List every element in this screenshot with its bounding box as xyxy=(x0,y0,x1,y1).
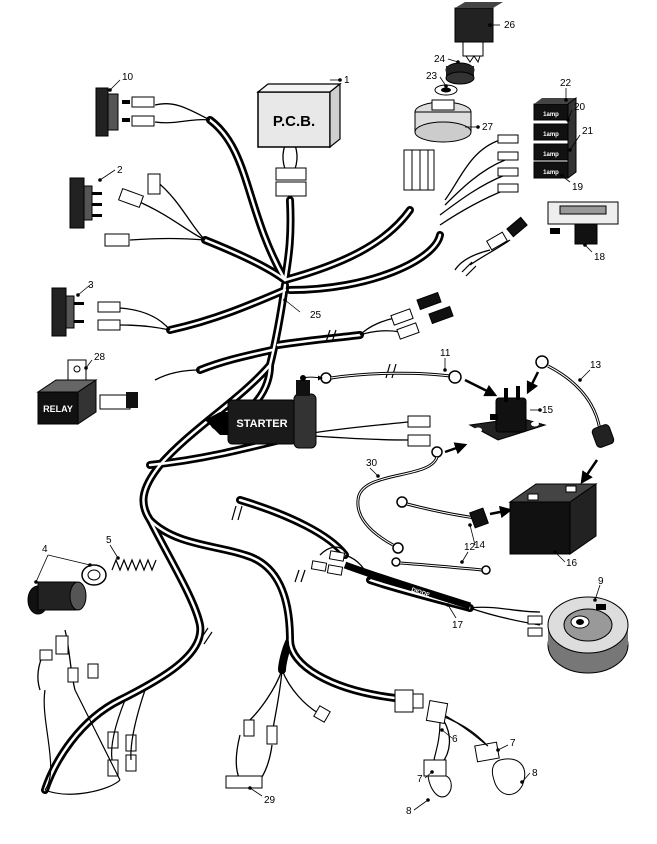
callout-18: 18 xyxy=(594,252,606,263)
callout-8b: 8 xyxy=(532,768,538,779)
callout-17: 17 xyxy=(452,620,464,631)
relay: RELAY xyxy=(36,359,138,425)
cable-30 xyxy=(356,442,468,554)
switch-2 xyxy=(69,173,161,247)
spring xyxy=(111,558,157,572)
callout-9: 9 xyxy=(598,576,604,587)
callout-1: 1 xyxy=(344,75,350,86)
clutch xyxy=(547,596,629,674)
callout-27: 27 xyxy=(482,122,494,133)
starter-label: STARTER xyxy=(236,418,287,430)
left-lower-connectors xyxy=(43,663,146,795)
callout-22: 22 xyxy=(560,78,572,89)
callout-16: 16 xyxy=(566,558,578,569)
break-marks xyxy=(199,261,477,645)
fuse-21: 1amp xyxy=(533,143,569,161)
callout-5: 5 xyxy=(106,535,112,546)
fuse-label-c: 1amp xyxy=(543,152,559,158)
pcb-label: P.C.B. xyxy=(273,113,315,130)
callout-30: 30 xyxy=(366,458,378,469)
callout-21: 21 xyxy=(582,126,594,137)
callout-12: 12 xyxy=(464,542,476,553)
thin-wires xyxy=(37,103,541,783)
callout-13: 13 xyxy=(590,360,602,371)
ignition-switch xyxy=(403,2,503,191)
callout-26: 26 xyxy=(504,20,516,31)
switch-3 xyxy=(51,287,121,337)
callout-25: 25 xyxy=(310,310,322,321)
callout-7b: 7 xyxy=(510,738,516,749)
callout-4: 4 xyxy=(42,544,48,555)
solenoid xyxy=(468,386,547,441)
callout-10: 10 xyxy=(122,72,134,83)
fuse-label-d: 1amp xyxy=(543,170,559,176)
callout-15: 15 xyxy=(542,405,554,416)
callout-11: 11 xyxy=(440,348,451,359)
callout-20: 20 xyxy=(574,102,586,113)
callout-7a: 7 xyxy=(417,774,423,785)
cable-14 xyxy=(396,496,513,529)
callout-3: 3 xyxy=(88,280,94,291)
callout-23: 23 xyxy=(426,71,438,82)
key-switch xyxy=(27,564,107,661)
fuse-20: 1amp xyxy=(533,123,569,141)
bottom-connectors xyxy=(225,705,331,789)
callout-dots xyxy=(34,23,597,802)
fuse-holder xyxy=(416,201,619,325)
diode-label: DIODE xyxy=(410,587,430,599)
lamp-harness xyxy=(394,689,526,798)
fuse-19: 1amp xyxy=(533,161,569,179)
callout-numbers: 1 2 3 4 5 6 7 7 8 8 9 10 11 12 13 14 15 … xyxy=(42,20,606,817)
callout-2: 2 xyxy=(117,165,123,176)
switch-10 xyxy=(95,87,155,137)
callout-24: 24 xyxy=(434,54,446,65)
pcb-module: P.C.B. xyxy=(256,82,342,197)
diode-harness: DIODE xyxy=(310,550,543,637)
fuse-block: 1amp 1amp 1amp 1amp xyxy=(497,97,577,193)
callout-29: 29 xyxy=(264,795,276,806)
cable-12 xyxy=(391,557,491,575)
callout-14: 14 xyxy=(474,540,486,551)
callout-6: 6 xyxy=(452,734,458,745)
cable-11 xyxy=(320,370,498,397)
fuse-label-a: 1amp xyxy=(543,112,559,118)
battery xyxy=(508,483,598,555)
cable-13 xyxy=(526,355,615,485)
relay-label: RELAY xyxy=(43,404,73,414)
connector-pair xyxy=(390,308,431,447)
callout-19: 19 xyxy=(572,182,584,193)
callout-28: 28 xyxy=(94,352,106,363)
fuse-label-b: 1amp xyxy=(543,132,559,138)
callout-8a: 8 xyxy=(406,806,412,817)
starter-motor: STARTER xyxy=(205,375,323,449)
